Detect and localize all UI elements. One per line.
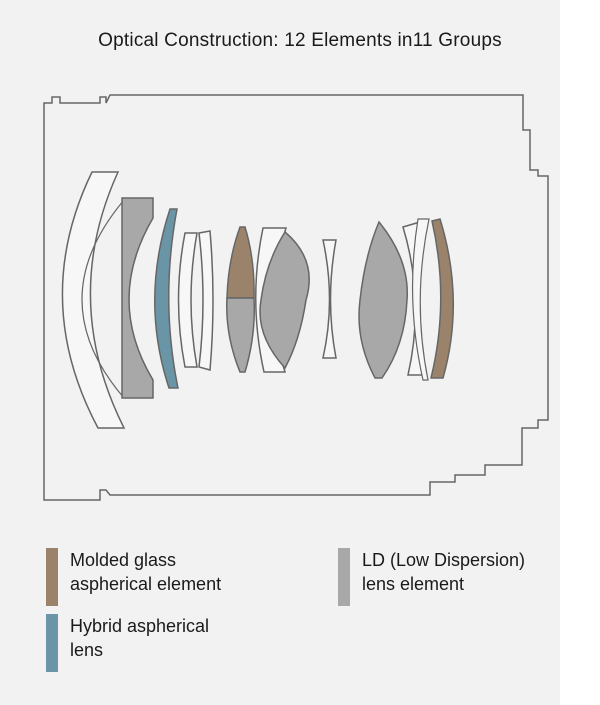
lens-element-8: [259, 230, 310, 370]
title-groups: 11 Groups: [412, 30, 502, 51]
lens-element-9: [322, 239, 337, 359]
title-prefix: Optical Construction:: [98, 30, 279, 51]
lens-element-6-ld-part: [226, 297, 256, 373]
lens-element-5: [198, 230, 214, 371]
lens-element-10: [358, 220, 409, 379]
legend-item-ld: LD (Low Dispersion) lens element: [338, 548, 525, 606]
legend-swatch-molded: [46, 548, 58, 606]
legend-swatch-ld: [338, 548, 350, 606]
title-elements: 12 Elements in: [284, 30, 413, 51]
diagram-title: Optical Construction: 12 Elements in11 G…: [0, 30, 600, 52]
legend-item-hybrid: Hybrid aspherical lens: [46, 614, 209, 672]
lens-element-4: [177, 232, 198, 368]
lens-barrel-outline: [43, 94, 549, 501]
legend-label-ld: LD (Low Dispersion) lens element: [362, 550, 526, 594]
lens-element-11b: [411, 218, 430, 381]
legend-label-hybrid: Hybrid aspherical lens: [70, 616, 210, 660]
legend-swatch-hybrid: [46, 614, 58, 672]
legend-item-molded: Molded glass aspherical element: [46, 548, 221, 606]
lens-element-6-molded-part: [226, 226, 255, 299]
lens-element-1-inner-curve: [81, 199, 125, 399]
lens-element-3: [154, 208, 179, 389]
lens-element-2: [121, 197, 154, 399]
lens-element-12: [430, 218, 455, 379]
lens-element-1: [61, 171, 126, 429]
legend-label-molded: Molded glass aspherical element: [70, 550, 222, 594]
side-panel: [560, 0, 600, 705]
